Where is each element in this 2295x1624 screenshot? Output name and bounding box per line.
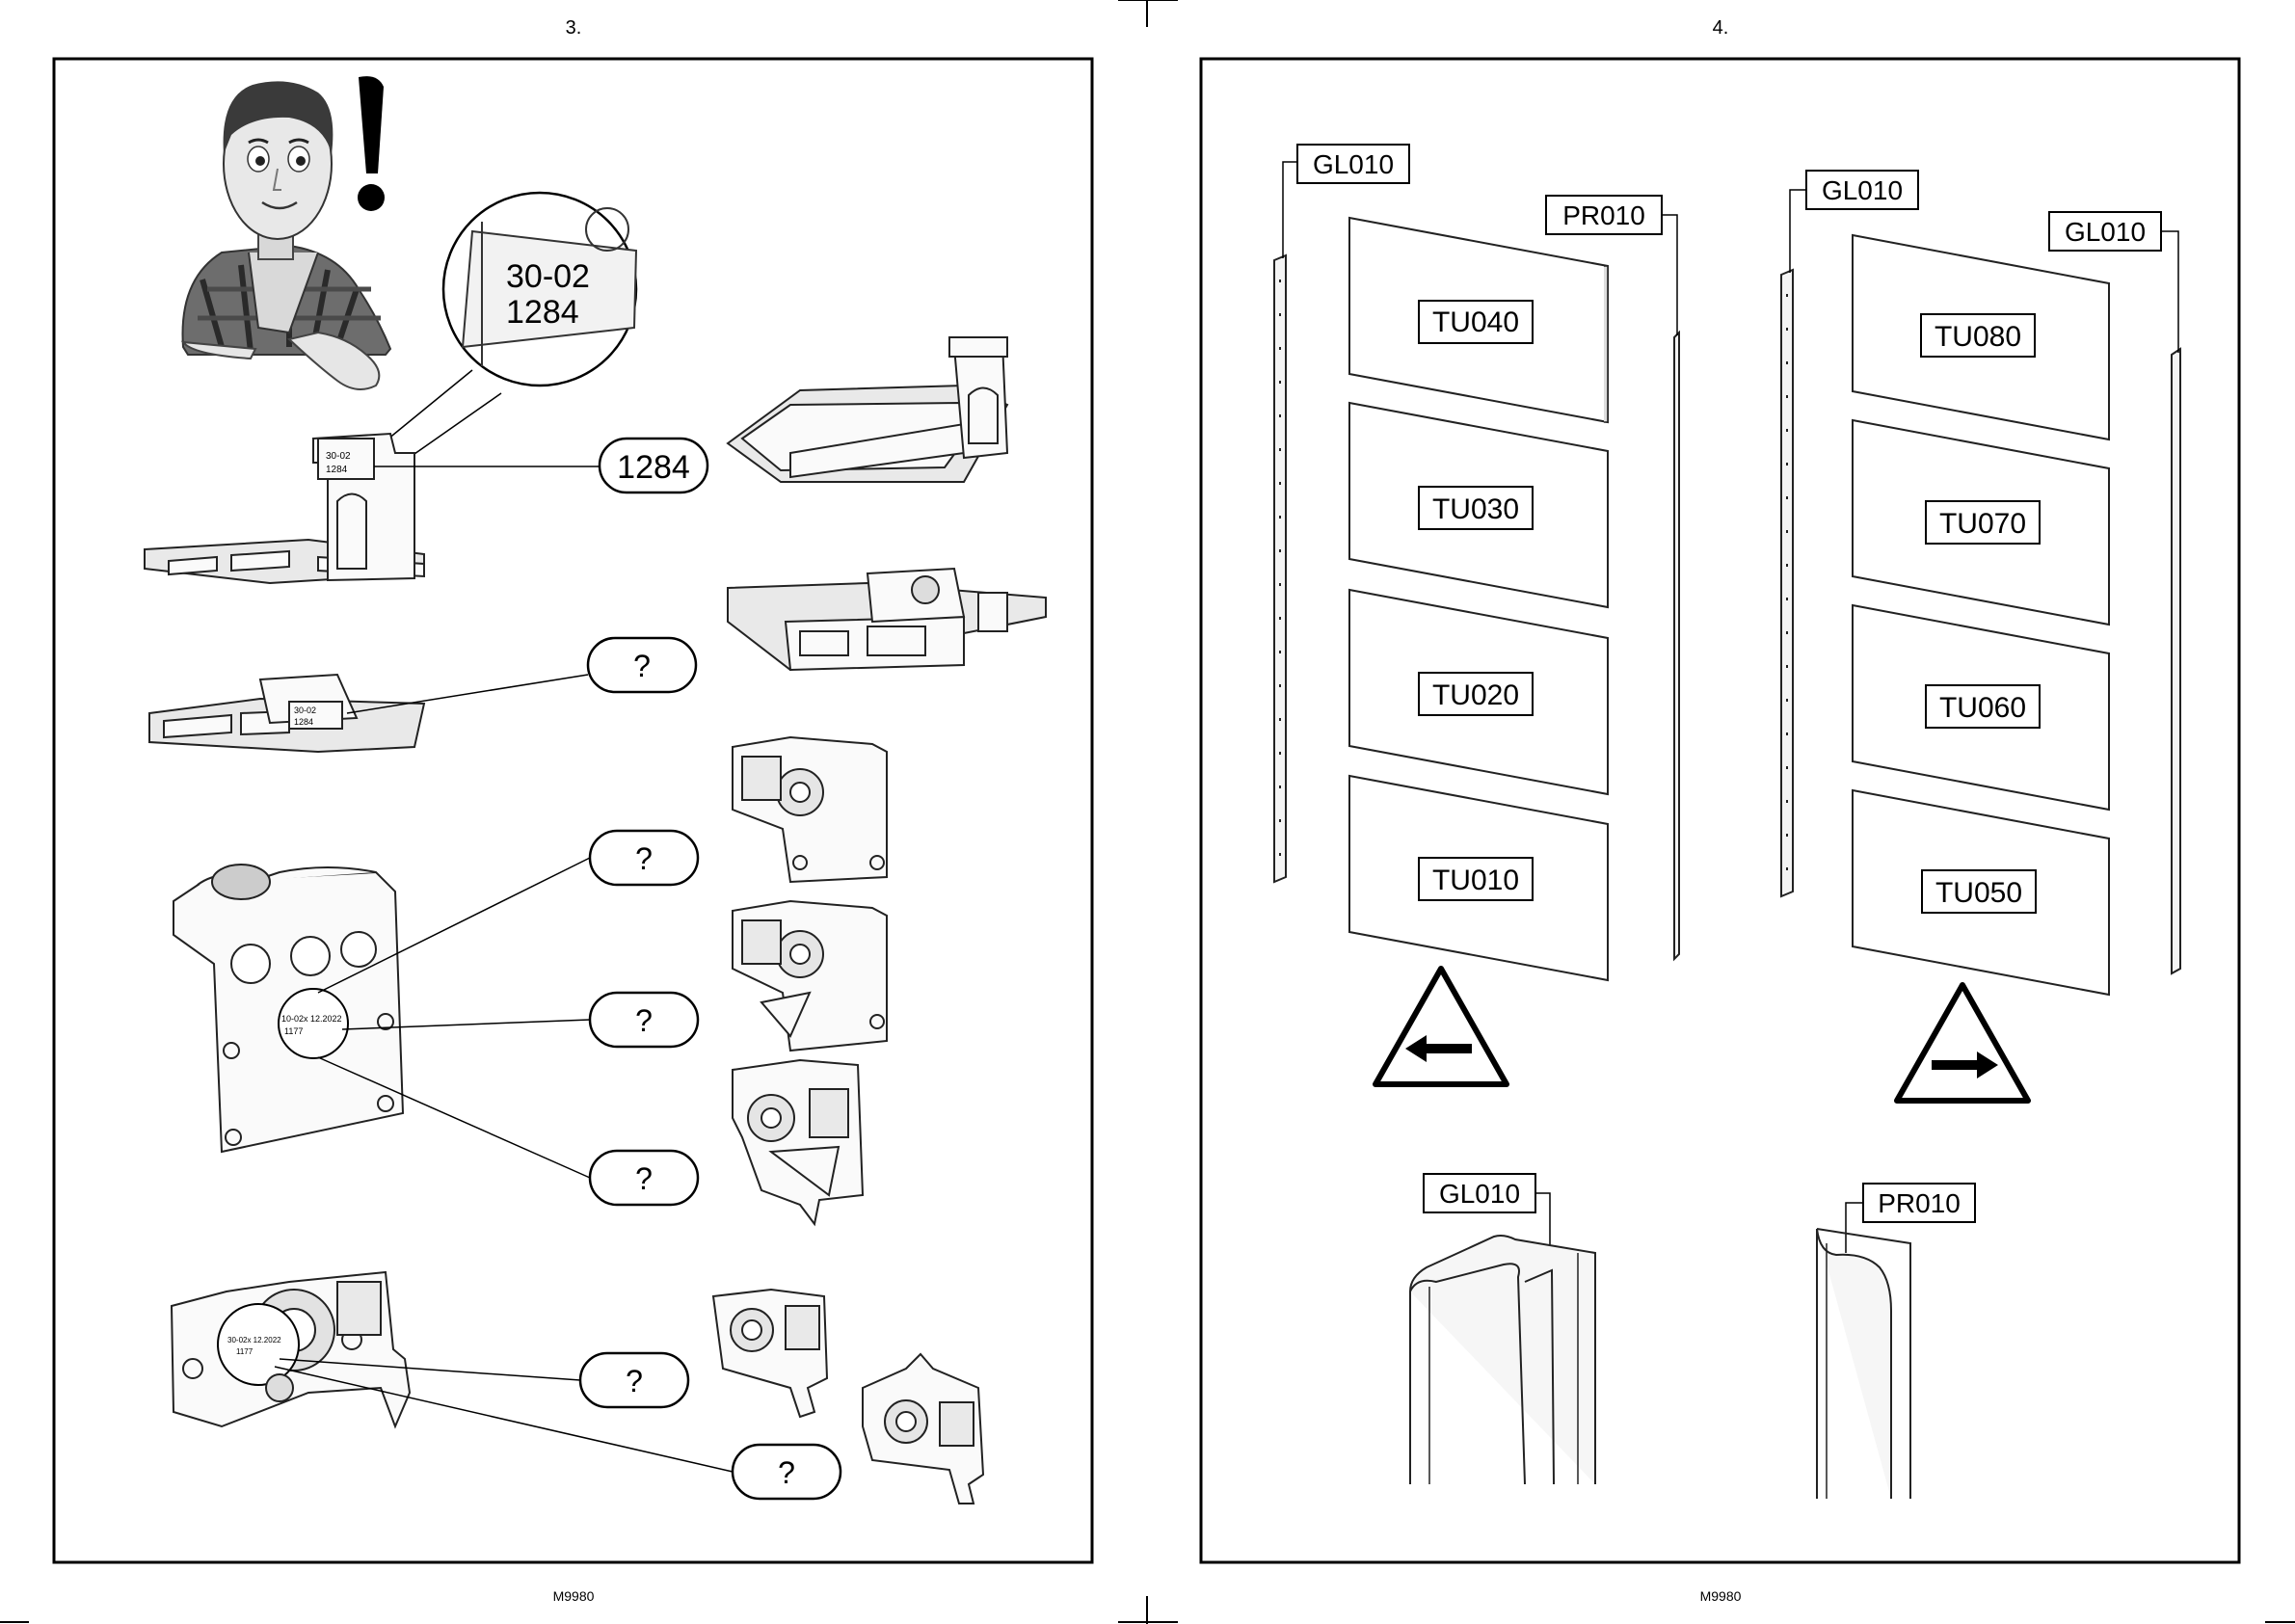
code-callout-label: 1284	[617, 449, 690, 486]
roller-plate-part: 10-02x 12.2022 1177	[173, 858, 590, 1178]
magnifier-icon: 30-02 1284	[361, 193, 636, 467]
profile-pr010: PR010	[1817, 1184, 1975, 1499]
stamp-plate-line2: 1177	[284, 1026, 303, 1036]
page-number: 3.	[566, 17, 582, 39]
question-mark: ?	[635, 841, 653, 876]
panel-label: TU080	[1935, 321, 2021, 353]
tray-part-b	[728, 569, 1046, 670]
stamp-tray-line1: 30-02	[294, 706, 316, 715]
panel-label: TU060	[1939, 692, 2026, 724]
page-number: 4.	[1713, 17, 1729, 39]
rail-right-label: GL010	[2065, 217, 2146, 247]
panel-second: TU070	[1853, 420, 2109, 625]
question-mark: ?	[635, 1003, 653, 1038]
panel-third: TU060	[1853, 605, 2109, 810]
stamp-tray-line2: 1284	[294, 717, 313, 727]
panel-label: TU070	[1939, 508, 2026, 540]
question-callout-3: ?	[590, 993, 698, 1047]
right-set: GL010 GL010 TU080 TU070 TU060	[1781, 171, 2180, 1101]
question-mark: ?	[626, 1364, 643, 1398]
panel-top: TU040	[1349, 218, 1608, 422]
panel-bottom: TU010	[1349, 776, 1608, 980]
profile-label: GL010	[1439, 1179, 1520, 1209]
bracket-variant-a	[713, 1290, 827, 1417]
roller-variant-a	[733, 737, 887, 882]
hinge-part-main: 30-02 1284	[145, 434, 600, 583]
left-set: GL010 PR010 TU040 TU030 TU020	[1274, 145, 1679, 1084]
rail-right-label: PR010	[1562, 200, 1645, 230]
rail-right	[1674, 333, 1679, 959]
profile-label: PR010	[1878, 1188, 1961, 1218]
roller-variant-b	[733, 901, 887, 1051]
roller-variant-c	[733, 1060, 863, 1224]
warning-arrow-right-icon	[1897, 985, 2028, 1101]
question-callout-5: ?	[580, 1353, 688, 1407]
tray-part-a	[728, 337, 1007, 482]
question-mark: ?	[778, 1455, 795, 1490]
stamp-primary-line1: 30-02	[506, 258, 590, 295]
panel-label: TU030	[1432, 493, 1519, 525]
stamp-hinge-line2: 1284	[326, 465, 348, 475]
panel-label: TU010	[1432, 865, 1519, 896]
rail-left-label: GL010	[1822, 175, 1903, 205]
panel-label: TU020	[1432, 679, 1519, 711]
bracket-variant-b	[863, 1354, 983, 1504]
panel-third: TU020	[1349, 590, 1608, 794]
question-callout-1: ?	[588, 638, 696, 692]
rail-right	[2172, 349, 2180, 973]
left-page: 3. M9980	[54, 17, 1092, 1604]
exclamation-icon	[358, 76, 385, 211]
stamp-bracket-line1: 30-02x 12.2022	[227, 1336, 281, 1344]
question-callout-6: ?	[733, 1445, 841, 1499]
tray-part-c: 30-02 1284	[149, 675, 588, 752]
question-mark: ?	[635, 1161, 653, 1196]
code-callout: 1284	[600, 439, 707, 493]
character-icon	[183, 81, 391, 389]
right-page: 4. M9980 GL010 PR010 TU040	[1201, 17, 2239, 1604]
panel-top: TU080	[1853, 235, 2109, 439]
panel-second: TU030	[1349, 403, 1608, 607]
question-callout-2: ?	[590, 831, 698, 885]
footer-code: M9980	[553, 1588, 595, 1604]
question-mark: ?	[633, 649, 651, 683]
warning-arrow-left-icon	[1375, 969, 1507, 1084]
panel-bottom: TU050	[1853, 790, 2109, 995]
profile-gl010: GL010	[1410, 1174, 1595, 1484]
rail-left-label: GL010	[1313, 149, 1394, 179]
stamp-plate-line1: 10-02x 12.2022	[281, 1014, 342, 1024]
stamp-bracket-line2: 1177	[236, 1347, 254, 1356]
footer-code: M9980	[1700, 1588, 1742, 1604]
stamp-primary-line2: 1284	[506, 294, 579, 331]
stamp-hinge-line1: 30-02	[326, 451, 351, 462]
panel-label: TU040	[1432, 306, 1519, 338]
panel-label: TU050	[1935, 877, 2022, 909]
question-callout-4: ?	[590, 1151, 698, 1205]
